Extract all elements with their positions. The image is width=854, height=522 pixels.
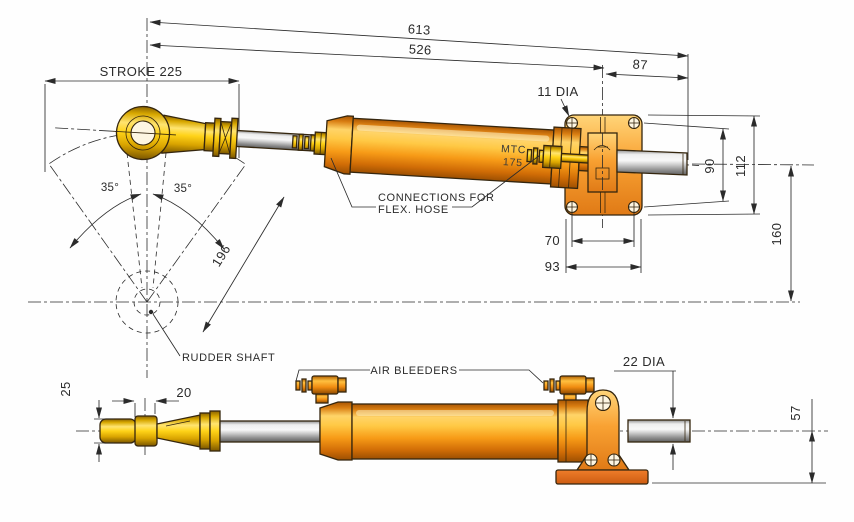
dim-stroke: STROKE 225 — [100, 64, 183, 79]
model-label-line2: 175 — [503, 156, 524, 169]
connections-label-line1: CONNECTIONS FOR — [378, 192, 495, 204]
air-bleeders-label: AIR BLEEDERS — [370, 365, 457, 377]
dim-90: 90 — [702, 158, 717, 173]
centerlines — [28, 18, 828, 458]
dim-57: 57 — [788, 405, 803, 420]
dim-87: 87 — [632, 57, 648, 73]
dim-11dia: 11 DIA — [537, 84, 578, 99]
dim-160: 160 — [769, 223, 784, 246]
dim-70: 70 — [545, 233, 560, 248]
swing-right-label: 35° — [174, 183, 192, 195]
plate-dimensions: 90 112 160 70 93 — [545, 114, 794, 302]
air-bleeder-right — [543, 375, 595, 404]
top-dimensions: 613 526 87 STROKE 225 11 DIA — [44, 19, 689, 172]
model-label-line1: MTC — [501, 143, 527, 156]
trunnion-block — [587, 132, 618, 193]
air-bleeder-left — [295, 375, 347, 404]
tiller-radius-label: 196 — [209, 242, 234, 269]
rod-right — [616, 149, 688, 176]
rudder-shaft-label: RUDDER SHAFT — [182, 352, 275, 364]
dim-613: 613 — [407, 21, 431, 37]
bottom-view — [99, 375, 691, 485]
hose-callout: CONNECTIONS FOR FLEX. HOSE — [330, 154, 541, 216]
dim-22dia: 22 DIA — [623, 354, 665, 369]
connections-label-line2: FLEX. HOSE — [378, 204, 449, 216]
dim-25: 25 — [58, 381, 73, 396]
bottom-dimensions: 25 20 AIR BLEEDERS 22 DIA 57 — [58, 354, 826, 484]
dim-93: 93 — [545, 259, 560, 274]
dim-20: 20 — [176, 385, 191, 400]
dim-112: 112 — [733, 155, 748, 177]
rudder-shaft-dot — [148, 309, 154, 315]
dim-526: 526 — [408, 41, 432, 57]
swing-diagram: 35° 35° 196 RUDDER SHAFT — [48, 132, 285, 364]
swing-left-label: 35° — [101, 182, 119, 194]
pedestal-mount — [555, 389, 649, 485]
